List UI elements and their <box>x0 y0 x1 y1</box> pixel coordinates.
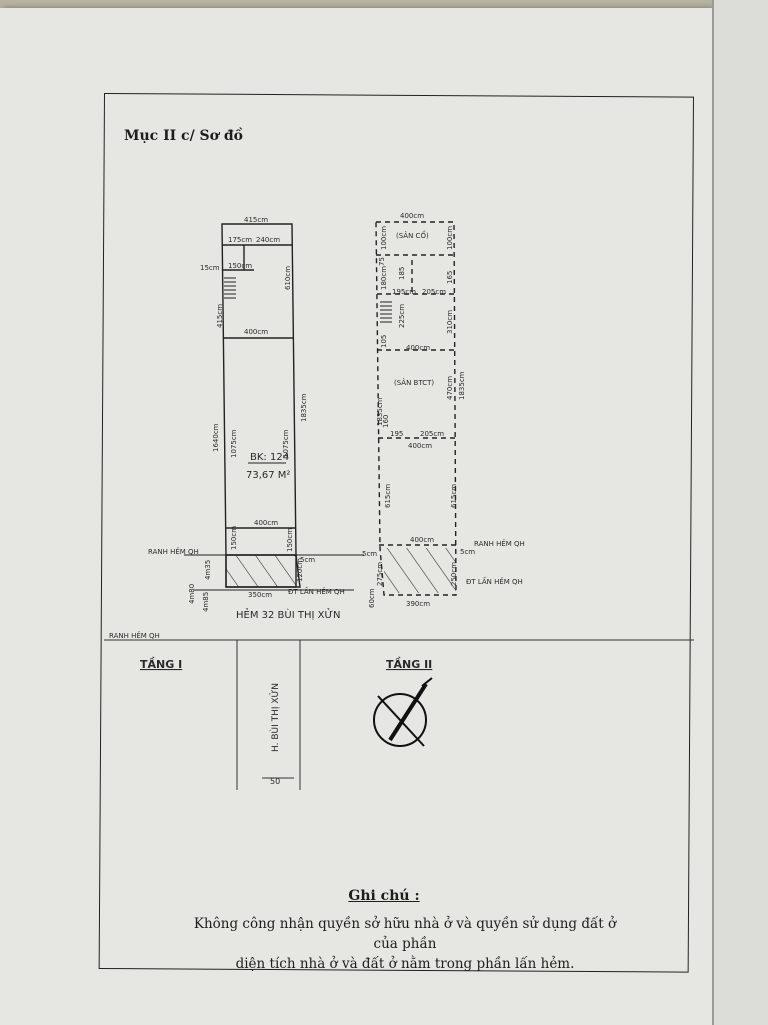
f2-roof-label: (SÂN CỔ) <box>396 230 429 240</box>
f2-lower-split-a: 195 <box>390 430 403 438</box>
floor-plan-sketch: 415cm 175cm 240cm 15cm 150cm 610cm 415cm… <box>104 212 694 790</box>
floor1-label: TẦNG I <box>140 657 182 671</box>
f2-top-left: 100cm <box>380 226 388 250</box>
f1-bottom-width: 350cm <box>248 591 272 599</box>
f2-lower-width: 400cm <box>408 442 432 450</box>
floor2-encroach-hatch <box>384 548 456 593</box>
f2-top-width: 400cm <box>400 212 424 220</box>
floor2-stair <box>380 301 392 323</box>
compass-icon <box>373 677 433 747</box>
f1-small-offset: 15cm <box>200 264 220 272</box>
notes-line-1: Không công nhận quyền sở hữu nhà ở và qu… <box>193 916 617 952</box>
f1-lower-width: 400cm <box>254 519 278 527</box>
f2-dim-d: 165 <box>446 271 454 284</box>
f2-left-total: 1835cm <box>376 397 384 426</box>
notes-heading: Ghi chú : <box>348 888 420 904</box>
f2-right-total: 1835cm <box>458 371 466 400</box>
f2-right-lower: 615cm <box>450 484 458 508</box>
notes-body: Không công nhận quyền sở hữu nhà ở và qu… <box>190 914 620 974</box>
floor2-plan <box>375 221 457 596</box>
alley-width: 50 <box>270 777 280 786</box>
f1-inner-right: 1075cm <box>282 429 290 458</box>
alley-boundary: RANH HẺM QH <box>109 631 160 640</box>
f2-lower-small: 160 <box>382 415 390 428</box>
f1-top-right: 240cm <box>256 236 280 244</box>
section-title: Mục II c/ Sơ đồ <box>124 128 244 144</box>
f2-depth-a: 275cm <box>376 562 384 586</box>
f1-encroach-label: ĐT LẤN HẺM QH <box>288 586 345 596</box>
alley-vertical-label: H. BÙI THỊ XỬN <box>269 683 281 752</box>
f2-span-left: 195cm <box>392 288 416 296</box>
f1-setback-a: 4m35 <box>204 560 212 580</box>
f1-setback-depth: 120cm <box>296 558 304 582</box>
f2-mid-width: 400cm <box>406 344 430 352</box>
f1-lower-right: 150cm <box>286 528 294 552</box>
floor1-dimensions: 415cm 175cm 240cm 15cm 150cm 610cm 415cm… <box>148 216 345 612</box>
f2-dim-b: 185 <box>398 267 406 280</box>
floor2-dimensions: 400cm (SÂN CỔ) 100cm 100cm 75 185 180cm … <box>362 212 525 608</box>
notes-line-2: diện tích nhà ở và đất ở nằm trong phần … <box>235 956 575 972</box>
f1-right-total: 1835cm <box>300 393 308 422</box>
alley-drawing <box>104 639 694 790</box>
f1-mid-width: 400cm <box>244 328 268 336</box>
f1-right-top: 610cm <box>284 266 292 290</box>
f2-side-dim: 310cm <box>446 310 454 334</box>
document-sheet <box>0 8 712 1025</box>
f2-bottom-width: 390cm <box>406 600 430 608</box>
f2-dim-a: 75 <box>378 257 386 266</box>
f2-base-width: 400cm <box>410 536 434 544</box>
f1-area: 73,67 M² <box>246 470 290 481</box>
f2-top-right: 100cm <box>446 226 454 250</box>
f2-left-lower: 615cm <box>384 484 392 508</box>
f1-setback-b: 4m80 <box>188 584 196 604</box>
f2-boundary-label: RANH HẺM QH <box>474 539 525 548</box>
f1-parcel-code: BK: 124 <box>250 452 289 463</box>
f1-left-total: 1640cm <box>212 423 220 452</box>
f1-lower-left: 150cm <box>230 526 238 550</box>
floor2-label: TẦNG II <box>386 657 432 671</box>
f2-bottom-small: 60cm <box>368 588 376 608</box>
f2-lower-split-b: 205cm <box>420 430 444 438</box>
f1-setback-right: 5cm <box>300 556 315 564</box>
f2-side-dim2: 105 <box>380 335 388 348</box>
f1-top-width: 415cm <box>244 216 268 224</box>
f2-span-right: 205cm <box>422 288 446 296</box>
floor1-plan <box>184 223 364 591</box>
f1-boundary-label: RANH HẺM QH <box>148 547 199 556</box>
f1-top-left: 175cm <box>228 236 252 244</box>
adjacent-page-edge <box>712 0 768 1025</box>
f1-inner-left: 1075cm <box>230 429 238 458</box>
f1-stair-dim: 415cm <box>216 304 224 328</box>
f2-inner-right: 470cm <box>446 376 454 400</box>
f2-terrace-label: (SÂN BTCT) <box>394 378 434 387</box>
f1-alley-label: HẺM 32 BÙI THỊ XỬN <box>236 607 341 621</box>
f2-set-right: 5cm <box>460 548 475 556</box>
f2-encroach-label: ĐT LẤN HẺM QH <box>466 576 523 586</box>
f2-set-left: 5cm <box>362 550 377 558</box>
f2-depth-b: 250cm <box>450 562 458 586</box>
f1-setback-c: 4m85 <box>202 592 210 612</box>
f2-dim-c: 180cm <box>380 266 388 290</box>
f2-stair-dim: 225cm <box>398 304 406 328</box>
f1-small-width: 150cm <box>228 262 252 270</box>
